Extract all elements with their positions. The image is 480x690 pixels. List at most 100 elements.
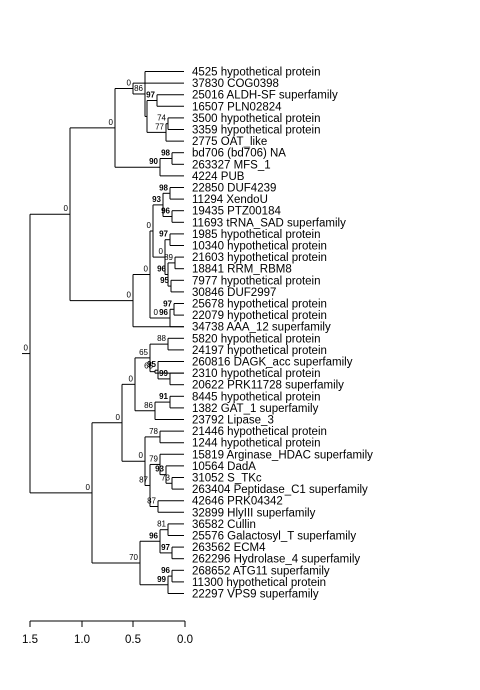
leaf-label: 2310 hypothetical protein (192, 368, 321, 380)
leaf-label: 1985 hypothetical protein (192, 229, 321, 241)
leaf-label: 34738 AAA_12 superfamily (192, 322, 331, 334)
leaf-label: 23792 Lipase_3 (192, 415, 274, 427)
support-value: 0 (109, 118, 114, 127)
leaf-label: bd706 (bd706) NA (192, 148, 286, 160)
support-value: 96 (157, 265, 166, 274)
support-value: 0 (86, 483, 91, 492)
leaf-label: 25576 Galactosyl_T superfamily (192, 531, 356, 543)
support-value: 91 (159, 392, 168, 401)
support-value: 0 (64, 204, 69, 213)
leaf-label: 263562 ECM4 (192, 542, 266, 554)
leaf-label: 31052 S_TKc (192, 473, 262, 485)
leaf-label: 263404 Peptidase_C1 superfamily (192, 484, 368, 496)
leaf-label: 7977 hypothetical protein (192, 275, 321, 287)
leaf-label: 8445 hypothetical protein (192, 391, 321, 403)
scale-tick-label: 0.5 (125, 634, 141, 646)
support-value: 86 (134, 84, 143, 93)
support-value: 89 (164, 253, 173, 262)
support-value: 87 (139, 475, 148, 484)
support-value: 87 (147, 497, 156, 506)
leaf-label: 1382 GAT_1 superfamily (192, 403, 319, 415)
leaf-label: 10564 DadA (192, 461, 256, 473)
leaf-label: 25678 hypothetical protein (192, 299, 327, 311)
leaf-label: 262296 Hydrolase_4 superfamily (192, 554, 360, 566)
support-value: 97 (163, 299, 172, 308)
support-value: 98 (159, 183, 168, 192)
leaf-label: 22079 hypothetical protein (192, 310, 327, 322)
leaf-label: 4525 hypothetical protein (192, 67, 321, 79)
leaf-label: 11300 hypothetical protein (192, 577, 326, 589)
support-value: 95 (147, 360, 156, 369)
leaf-label: 22297 VPS9 superfamily (192, 589, 319, 601)
support-value: 99 (159, 369, 168, 378)
leaf-label: 263327 MFS_1 (192, 159, 271, 171)
leaf-label: 3500 hypothetical protein (192, 113, 321, 125)
support-value: 99 (157, 575, 166, 584)
support-value: 70 (129, 553, 138, 562)
scale-tick-label: 1.5 (22, 634, 38, 646)
support-value: 0 (159, 247, 164, 256)
leaf-label: 4224 PUB (192, 171, 245, 183)
leaf-label: 18841 RRM_RBM8 (192, 264, 292, 276)
support-value: 95 (160, 276, 169, 285)
support-value: 0 (154, 308, 159, 317)
support-value: 90 (149, 157, 158, 166)
support-value: 98 (161, 149, 170, 158)
leaf-label: 260816 DAGK_acc superfamily (192, 357, 353, 369)
leaf-label: 11294 XendoU (192, 194, 268, 206)
support-value: 0 (116, 413, 121, 422)
leaf-label: 21603 hypothetical protein (192, 252, 327, 264)
leaf-label: 3359 hypothetical protein (192, 125, 321, 137)
leaf-label: 25016 ALDH-SF superfamily (192, 90, 338, 102)
support-value: 77 (155, 122, 164, 131)
support-value: 73 (161, 473, 170, 482)
scale-tick-label: 0.0 (177, 634, 193, 646)
support-value: 86 (144, 401, 153, 410)
support-value: 0 (127, 79, 132, 88)
leaf-label: 32899 HlyIII superfamily (192, 507, 316, 519)
support-value: 0 (129, 374, 134, 383)
leaf-label: 21446 hypothetical protein (192, 426, 327, 438)
leaf-label: 11693 tRNA_SAD superfamily (192, 217, 346, 229)
leaf-label: 19435 PTZ00184 (192, 206, 281, 218)
support-value: 0 (147, 221, 152, 230)
root-support-value: 0 (24, 344, 29, 353)
leaf-label: 5820 hypothetical protein (192, 333, 321, 345)
leaf-label: 1244 hypothetical protein (192, 438, 321, 450)
support-value: 81 (157, 520, 166, 529)
support-value: 65 (139, 348, 148, 357)
scale-axis: 1.5 1.0 0.5 0.0 (22, 620, 193, 646)
leaf-label: 20622 PRK11728 superfamily (192, 380, 344, 392)
support-value: 0 (127, 291, 132, 300)
support-value: 0 (139, 451, 144, 460)
support-value: 96 (161, 207, 170, 216)
leaf-label: 36582 Cullin (192, 519, 256, 531)
support-value: 96 (161, 566, 170, 575)
support-value: 0 (144, 265, 149, 274)
leaf-label: 30846 DUF2997 (192, 287, 276, 299)
support-value: 93 (155, 465, 164, 474)
support-value: 96 (159, 308, 168, 317)
support-value: 65 (144, 362, 153, 371)
leaf-label: 15819 Arginase_HDAC superfamily (192, 449, 373, 461)
support-value: 74 (157, 114, 166, 123)
leaf-label: 10340 hypothetical protein (192, 241, 327, 253)
leaf-label: 22850 DUF4239 (192, 183, 276, 195)
support-value: 88 (157, 334, 166, 343)
support-value: 96 (149, 531, 158, 540)
support-value: 97 (146, 91, 155, 100)
tree-branches (22, 71, 184, 594)
support-value: 79 (149, 454, 158, 463)
leaf-label: 37830 COG0398 (192, 78, 279, 90)
support-value: 97 (161, 543, 170, 552)
leaf-label: 268652 ATG11 superfamily (192, 565, 330, 577)
support-value: 78 (149, 427, 158, 436)
support-values: 9774778609890098969397899596009796000088… (24, 79, 174, 584)
support-value: 93 (152, 195, 161, 204)
scale-tick-label: 1.0 (74, 634, 90, 646)
leaf-label: 24197 hypothetical protein (192, 345, 327, 357)
leaf-label: 2775 OAT_like (192, 136, 267, 148)
leaf-label: 16507 PLN02824 (192, 101, 282, 113)
